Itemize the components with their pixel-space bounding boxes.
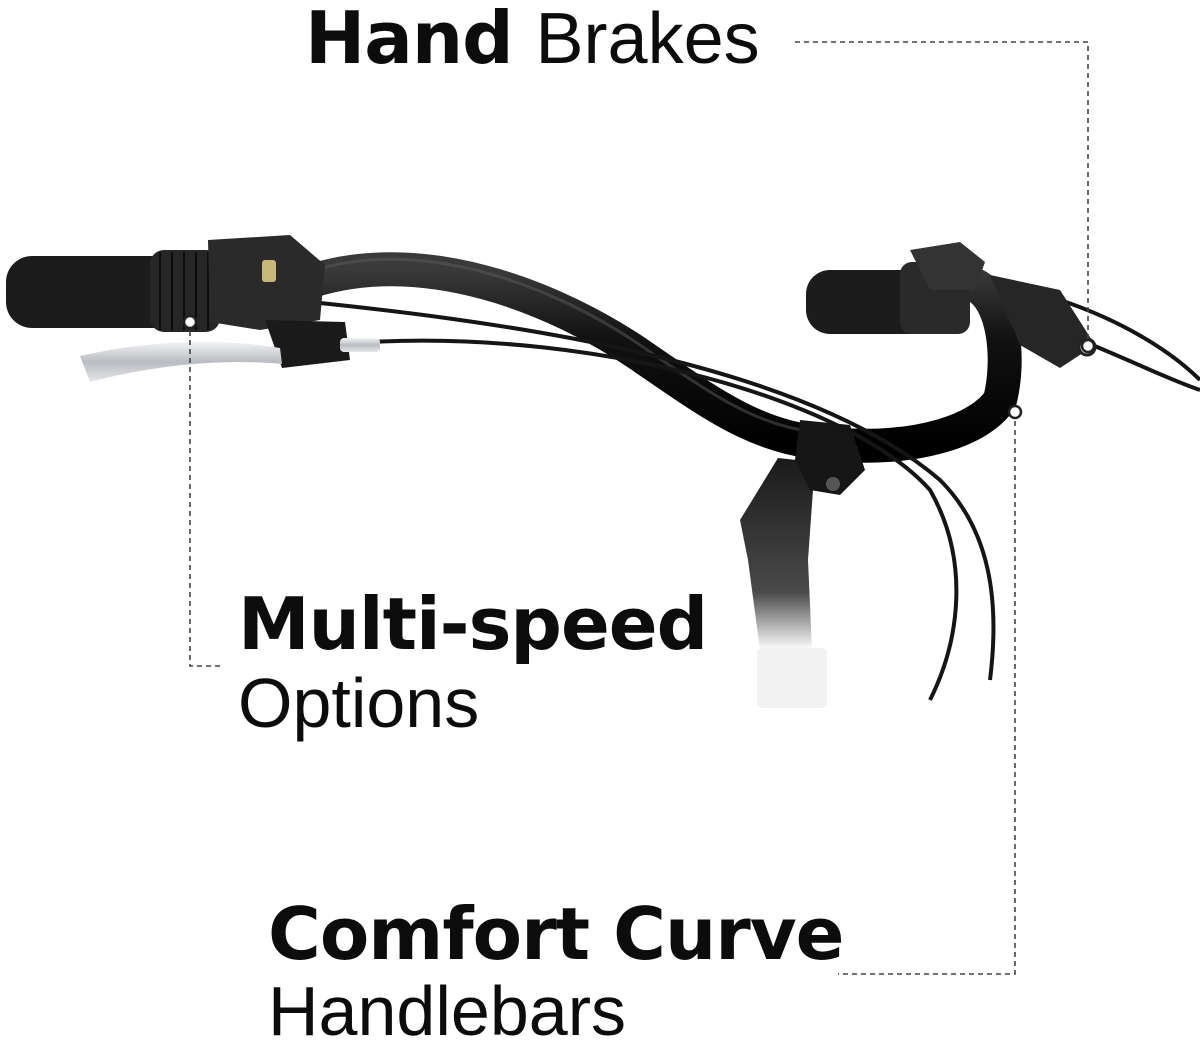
hand-brakes-callout: Hand Brakes [305,2,760,75]
hand-brakes-bold: Hand [305,0,514,80]
multi-speed-bold: Multi-speed [238,582,708,666]
hand-brakes-leader [795,41,1089,340]
comfort-curve-marker [1007,404,1023,420]
comfort-curve-light: Handlebars [268,972,626,1050]
multi-speed-callout: Multi-speed Options [238,582,708,742]
comfort-curve-bold: Comfort Curve [268,892,844,976]
multi-speed-leader [189,322,224,667]
comfort-curve-callout: Comfort Curve Handlebars [268,892,844,1050]
left-brake-lever [80,338,380,382]
callout-leader-lines [189,41,1089,975]
stem-clamp [795,420,865,495]
stem [740,458,827,708]
hand-brakes-marker [1080,338,1096,354]
left-shifter [208,235,350,368]
multi-speed-light: Options [238,664,480,742]
handlebar [283,252,1022,463]
hand-brakes-light: Brakes [535,0,760,79]
multi-speed-marker [182,314,198,330]
callout-markers [182,314,1096,420]
left-grip [6,250,220,332]
comfort-curve-leader [838,412,1016,975]
